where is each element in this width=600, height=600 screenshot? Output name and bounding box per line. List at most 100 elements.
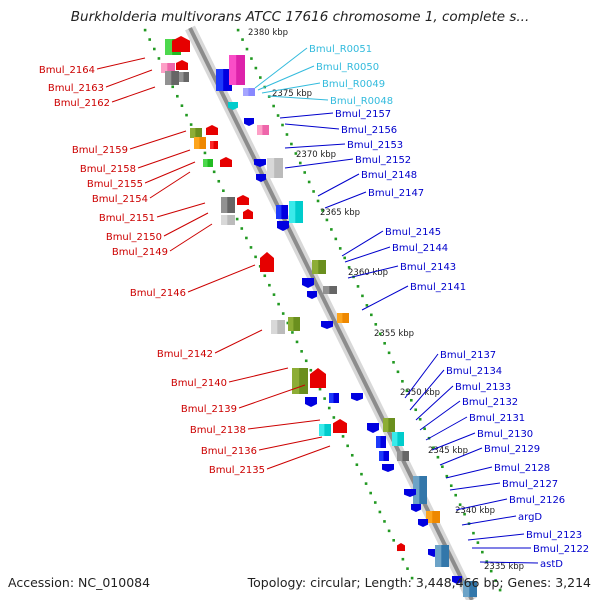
gene-feature xyxy=(161,63,175,73)
tick-dot-right xyxy=(276,114,280,117)
gene-feature xyxy=(210,141,218,149)
gene-feature xyxy=(220,157,232,167)
bp-tick-label: 2335 kbp xyxy=(484,562,524,572)
leader-line-right xyxy=(284,143,346,149)
gene-feature-shade xyxy=(243,88,249,96)
gene-feature-shade xyxy=(329,393,334,403)
map-title: Burkholderia multivorans ATCC 17616 chro… xyxy=(70,9,530,25)
tick-dot-right xyxy=(245,47,249,51)
tick-dot-left xyxy=(360,472,363,476)
leader-line-right xyxy=(257,65,315,91)
tick-dot-left xyxy=(203,151,207,155)
gene-feature-shade xyxy=(203,159,208,167)
tick-dot-right xyxy=(281,123,284,127)
label-leaders xyxy=(96,47,539,564)
gene-feature xyxy=(190,128,202,138)
tick-dot-right xyxy=(241,38,244,41)
leader-line-right xyxy=(279,112,334,119)
tick-dots xyxy=(143,28,502,592)
gene-label-left: Bmul_2142 xyxy=(157,349,213,360)
bp-tick-label: 2355 kbp xyxy=(374,329,414,339)
tick-dot-right xyxy=(432,446,435,450)
gene-label-right: Bmul_2130 xyxy=(477,429,533,440)
gene-feature-shade xyxy=(337,313,343,323)
gene-feature-shade xyxy=(392,432,398,446)
tick-dot-right xyxy=(445,474,449,478)
gene-feature xyxy=(302,278,314,288)
gene-feature xyxy=(244,118,254,126)
tick-dot-left xyxy=(263,274,267,278)
tick-dot-right xyxy=(294,152,298,155)
tick-dot-left xyxy=(245,236,248,240)
leader-line-right xyxy=(267,95,329,101)
leader-line-left xyxy=(111,86,156,103)
leader-line-left xyxy=(169,223,213,252)
gene-label-right: Bmul_2134 xyxy=(446,366,502,377)
tick-dot-left xyxy=(300,350,303,353)
tick-dot-right xyxy=(454,493,457,497)
tick-dot-left xyxy=(157,57,161,60)
gene-feature xyxy=(260,252,274,272)
gene-feature-shade xyxy=(161,63,168,73)
gene-label-left: Bmul_2149 xyxy=(112,247,168,258)
gene-label-right: Bmul_2145 xyxy=(385,227,441,238)
tick-dot-left xyxy=(406,567,409,570)
gene-feature xyxy=(172,36,190,52)
tick-dot-left xyxy=(327,406,331,410)
tick-dot-right xyxy=(418,417,422,421)
gene-feature xyxy=(397,451,409,461)
gene-feature-shade xyxy=(379,451,384,461)
gene-label-right: Bmul_2126 xyxy=(509,495,565,506)
leader-line-right xyxy=(439,447,483,466)
gene-feature xyxy=(277,221,289,231)
tick-dot-left xyxy=(291,331,294,334)
gene-feature-shade xyxy=(413,476,420,504)
tick-dot-right xyxy=(250,57,253,60)
bp-tick-label: 2340 kbp xyxy=(455,506,495,516)
gene-label-left: Bmul_2164 xyxy=(39,65,95,76)
gene-feature xyxy=(203,159,213,167)
gene-label-right: Bmul_2156 xyxy=(341,125,397,136)
tick-dot-left xyxy=(277,302,280,306)
gene-feature xyxy=(379,451,389,461)
tick-dot-left xyxy=(281,312,285,315)
gene-labels: Bmul_2164Bmul_2163Bmul_2162Bmul_2159Bmul… xyxy=(39,44,589,570)
leader-line-left xyxy=(187,264,256,293)
leader-line-right xyxy=(479,561,539,564)
tick-dot-right xyxy=(396,370,400,374)
gene-feature xyxy=(382,464,394,472)
tick-dot-right xyxy=(370,313,373,317)
gene-feature xyxy=(228,102,238,110)
tick-dot-left xyxy=(268,283,271,287)
tick-dot-left xyxy=(189,123,193,126)
gene-feature xyxy=(351,393,363,401)
tick-dot-right xyxy=(330,228,333,231)
tick-dot-left xyxy=(217,179,221,183)
leader-line-right xyxy=(361,285,409,311)
tick-dot-right xyxy=(423,427,426,431)
leader-line-right xyxy=(284,123,340,130)
leader-line-left xyxy=(228,367,289,383)
bp-tick-label: 2370 kbp xyxy=(296,150,336,160)
gene-feature-shade xyxy=(276,205,282,219)
gene-label-right: Bmul_2122 xyxy=(533,544,589,555)
gene-features xyxy=(161,36,477,597)
gene-label-right: Bmul_2128 xyxy=(494,463,550,474)
gene-feature xyxy=(310,368,326,388)
gene-feature xyxy=(237,195,249,205)
gene-label-right: Bmul_2127 xyxy=(502,479,558,490)
tick-dot-right xyxy=(325,218,329,222)
leader-line-right xyxy=(415,385,454,421)
leader-line-right xyxy=(317,173,360,197)
gene-label-right: Bmul_2147 xyxy=(368,188,424,199)
tick-dot-right xyxy=(409,398,413,402)
tick-dot-left xyxy=(332,416,336,419)
gene-label-left: Bmul_2154 xyxy=(92,194,148,205)
gene-feature xyxy=(329,393,339,403)
accession-text: Accession: NC_010084 xyxy=(8,575,151,590)
gene-feature-shade xyxy=(288,317,294,331)
gene-feature xyxy=(452,576,462,584)
gene-label-left: Bmul_2138 xyxy=(190,425,246,436)
gene-label-left: Bmul_2139 xyxy=(181,404,237,415)
